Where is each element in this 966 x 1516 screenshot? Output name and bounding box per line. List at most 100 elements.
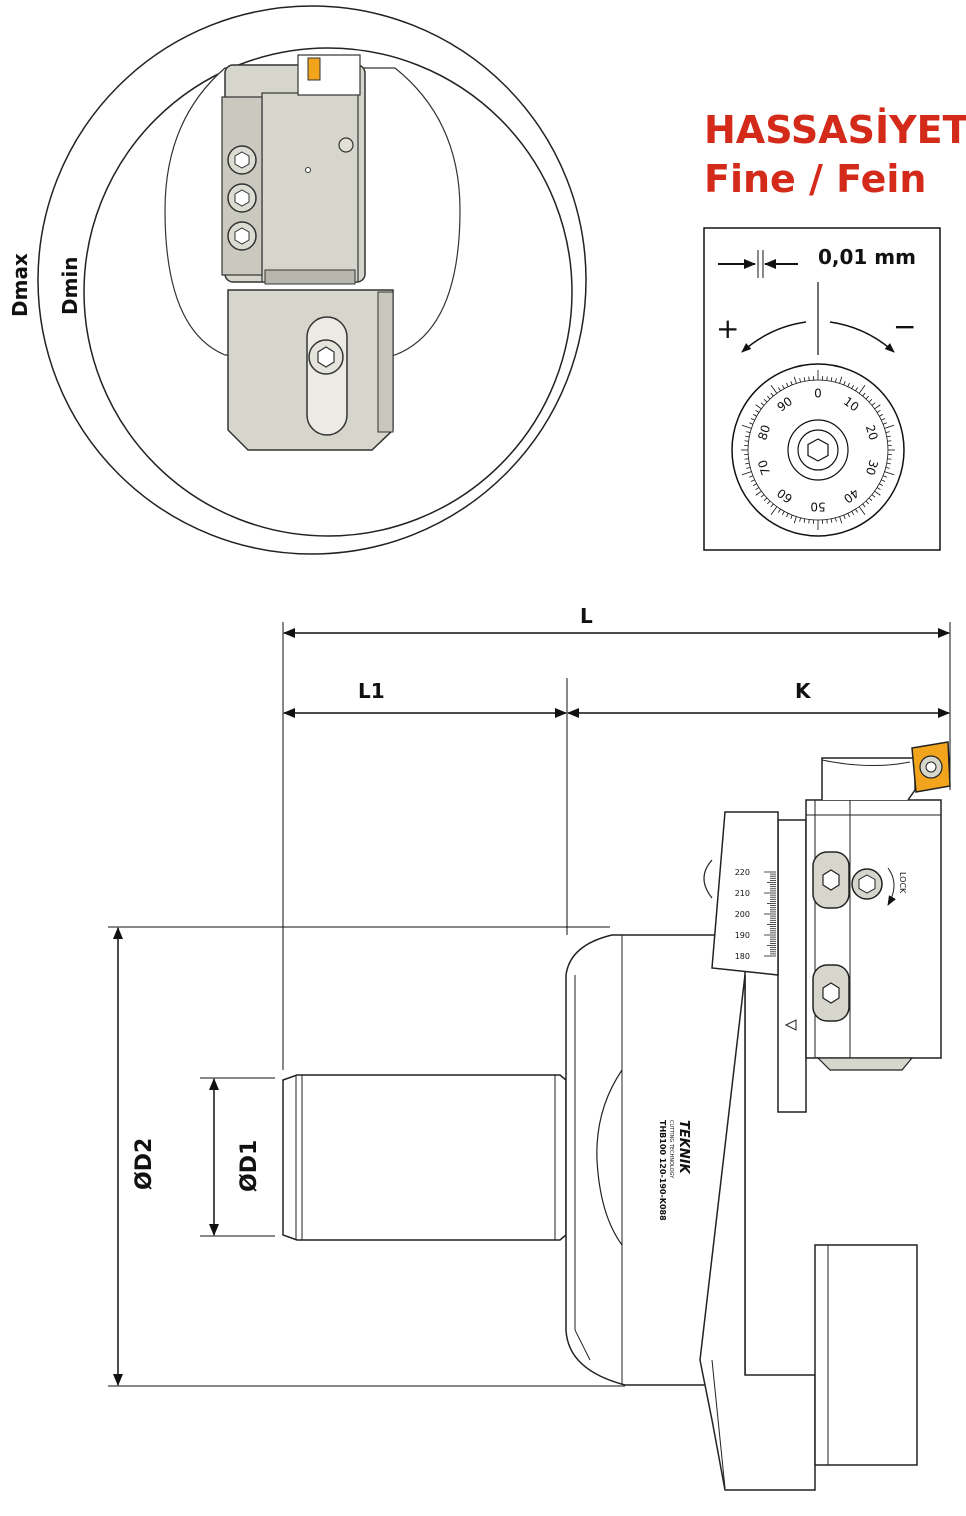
dial-tick [839, 516, 843, 524]
dial-tick [790, 514, 793, 519]
dial-tick [763, 497, 768, 501]
dial-tick [843, 514, 846, 519]
dial-tick [755, 487, 760, 490]
dial-tick [746, 467, 751, 469]
dial-tick [874, 490, 881, 496]
dial-tick [865, 395, 869, 400]
head-block: LOCK [784, 741, 951, 1071]
scale-number: 210 [735, 889, 750, 898]
tool-slide [699, 819, 918, 1491]
dial-tick [808, 376, 810, 381]
dial-tick [752, 413, 757, 417]
dial-tick [786, 382, 789, 387]
dial-tick [855, 387, 858, 392]
dial-tick [862, 503, 866, 508]
scale-plate: 220 210 200 190 180 [703, 811, 779, 976]
head-screw-lower [812, 964, 850, 1022]
dial-tick [770, 503, 774, 508]
dial-tick [803, 518, 806, 523]
dim-L-label: L [580, 604, 593, 628]
screw-3 [227, 221, 257, 251]
rotation-arrow-plus [741, 321, 807, 353]
dial-tick [876, 487, 881, 490]
dial-tick [767, 500, 771, 505]
brand-engraving: TEKNIK CUTTING TECHNOLOGY THB100 120-190… [658, 1120, 691, 1221]
dial-number: 80 [755, 423, 773, 442]
dial-tick [882, 422, 887, 425]
dial-tick [887, 440, 892, 442]
dial-tick [790, 381, 793, 386]
dial-tick [879, 413, 884, 417]
brand-logo: TEKNIK [676, 1120, 691, 1175]
scale-number: 200 [735, 910, 750, 919]
screw-1 [227, 145, 257, 175]
dial-tick [799, 378, 801, 383]
insert-top [307, 57, 321, 81]
dial-tick [793, 516, 797, 524]
dial-tick [885, 431, 890, 433]
dial-number: 0 [814, 387, 822, 401]
dial-tick [874, 404, 881, 410]
dial-number: 50 [810, 500, 825, 514]
dial-tick [871, 494, 876, 498]
dial-tick [885, 467, 890, 469]
lock-screw: LOCK [851, 867, 907, 906]
dial-tick [752, 483, 757, 487]
upper-head [221, 54, 366, 285]
dial-tick [882, 475, 887, 478]
dial-tick [843, 381, 846, 386]
dial-tick [793, 376, 797, 384]
dial-tick [835, 517, 837, 522]
dial-tick [868, 399, 873, 403]
dial-tick [858, 385, 866, 394]
title-turkish: HASSASİYET [704, 108, 966, 152]
dial-tick [744, 458, 749, 460]
dial-tick [745, 462, 750, 465]
brand-tagline: CUTTING TECHNOLOGY [668, 1120, 674, 1179]
dial-tick [830, 377, 833, 382]
dial-tick [887, 458, 892, 460]
dial-tick [884, 471, 895, 476]
rotation-arrow-minus [829, 321, 895, 353]
dial-tick [851, 511, 855, 516]
precision-value: 0,01 mm [818, 245, 916, 269]
dial-tick [839, 376, 843, 384]
scale-number: 190 [735, 931, 750, 940]
dial-tick [778, 508, 781, 513]
dial-tick [750, 418, 755, 421]
adjust-knurl [816, 1057, 914, 1071]
dial-tick [830, 518, 833, 523]
dial-tick [741, 424, 752, 429]
dial-tick [778, 387, 781, 392]
dial-tick [749, 475, 754, 478]
dial-tick [868, 497, 873, 501]
dial-tick [799, 517, 801, 522]
minus-sign: − [893, 310, 916, 343]
plus-sign: + [716, 312, 739, 345]
scale-number: 180 [735, 952, 750, 961]
dial-tick [835, 378, 837, 383]
dial-tick [871, 402, 876, 406]
slot [306, 316, 348, 436]
dial-tick [826, 376, 828, 381]
dial-tick [851, 384, 855, 389]
dial-number: 70 [755, 458, 773, 477]
dial-tick [881, 418, 886, 421]
cutting-insert [911, 741, 951, 793]
dim-D1-label: ØD1 [237, 1140, 262, 1192]
dial-tick [884, 424, 895, 429]
scale-number: 220 [735, 868, 750, 877]
dial-tick [767, 395, 771, 400]
lower-slide [227, 289, 394, 451]
dial-tick [755, 410, 760, 413]
top-view: Dmax Dmin [8, 5, 587, 555]
dial-tick [858, 506, 866, 515]
index-mark [784, 1019, 797, 1031]
dial-tick [881, 479, 886, 482]
dial-tick [786, 513, 789, 518]
dmax-label: Dmax [8, 253, 32, 317]
main-body: TEKNIK CUTTING TECHNOLOGY THB100 120-190… [565, 934, 746, 1386]
